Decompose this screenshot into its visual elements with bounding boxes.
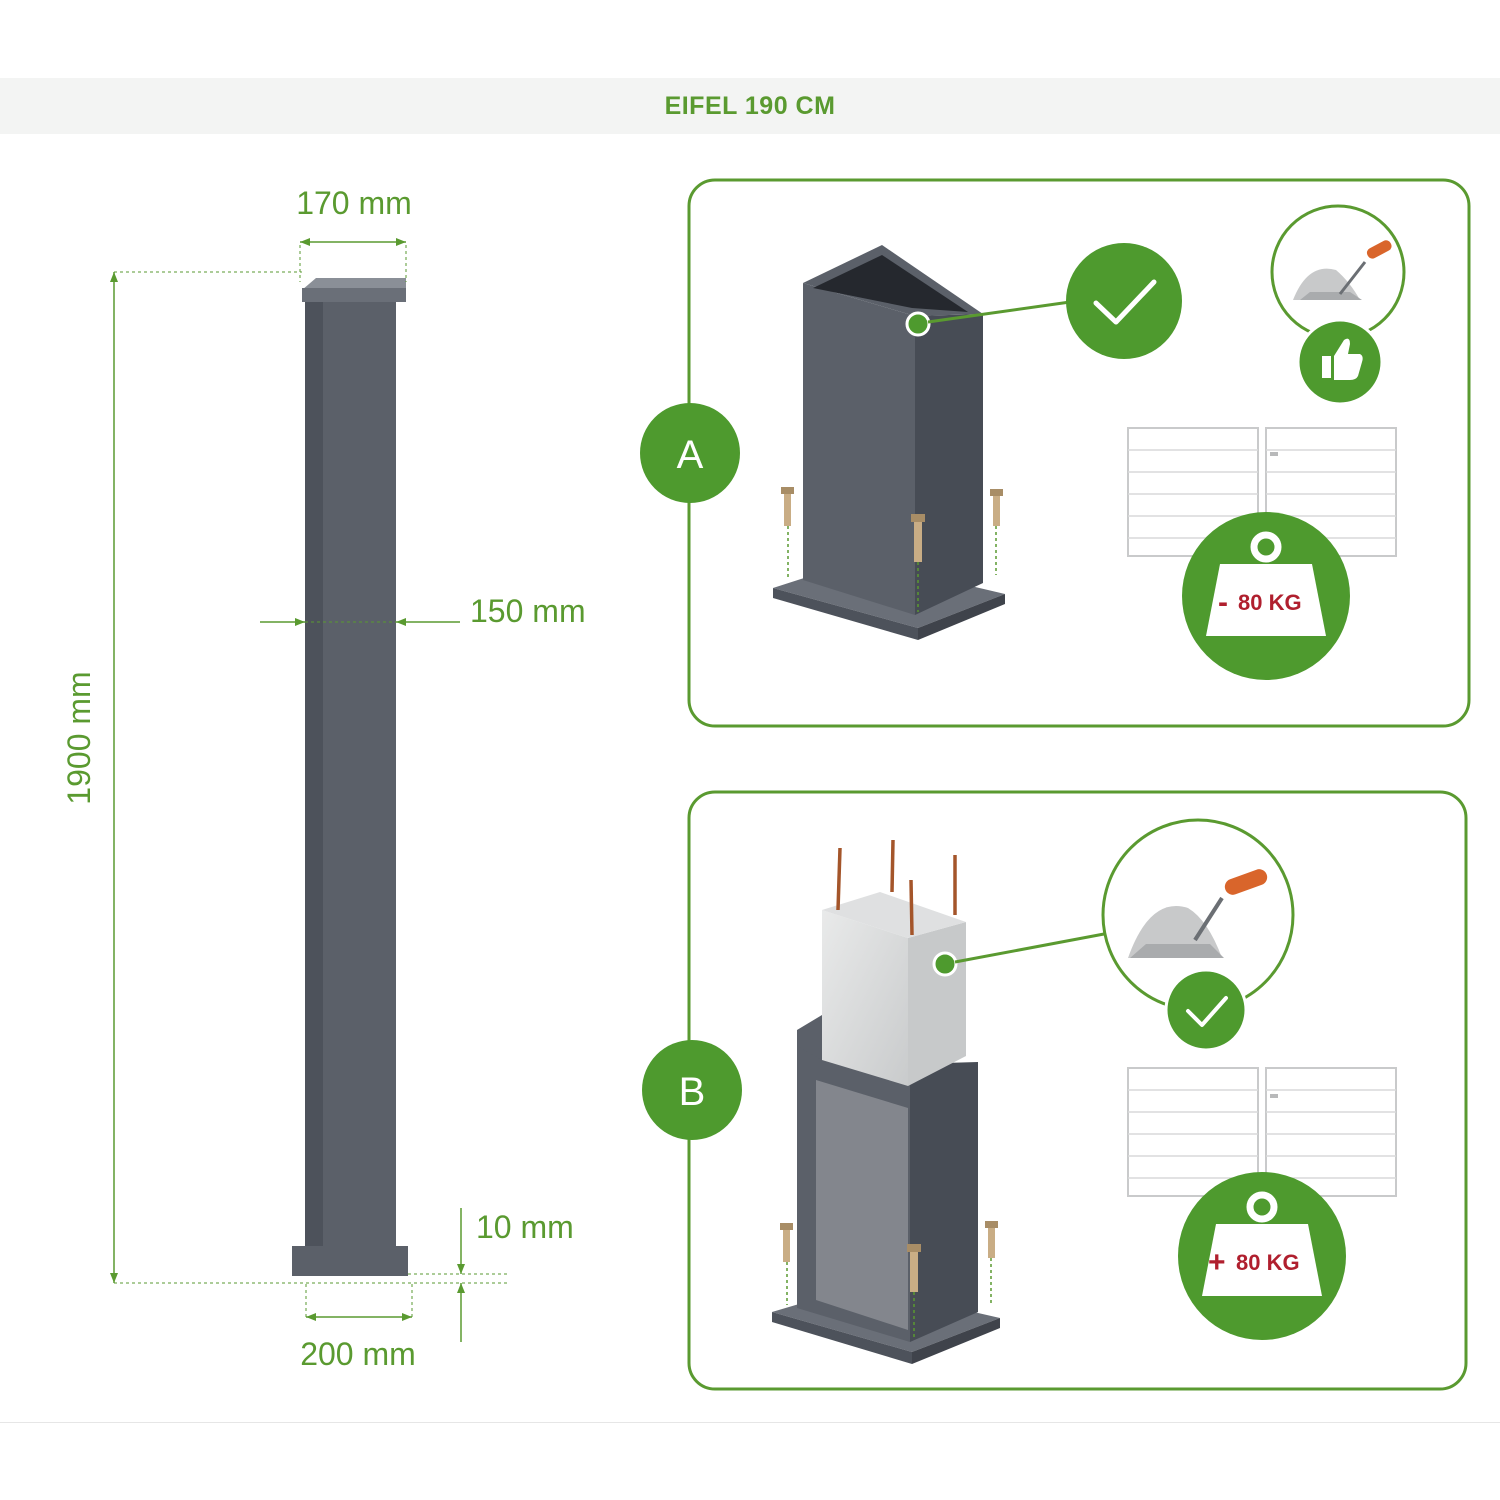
post-cap [302,288,406,302]
check-icon [1164,968,1248,1052]
post-cap-top [302,278,406,290]
dimension-base-thickness: 10 mm [408,1208,574,1342]
thumbs-up-icon [1296,318,1384,406]
content-frame [0,134,1500,1423]
anchor-bolt-icon [780,1223,793,1305]
post-shaft-front [323,302,396,1248]
anchor-bolt-icon [781,487,794,578]
post-drawing [292,278,408,1276]
dimension-label-base-thickness: 10 mm [476,1209,574,1245]
trowel-icon [1128,869,1268,958]
anchor-bolt-icon [985,1221,998,1305]
post-base-plate [292,1246,408,1276]
anchor-bolt-icon [911,514,925,612]
option-b-weight-sign: + [1208,1246,1226,1279]
dimension-label-base-width: 200 mm [300,1336,416,1372]
header-bar: EIFEL 190 CM [0,78,1500,134]
option-b-badge [642,1040,742,1140]
post-shaft-side [305,302,323,1248]
option-a-letter: A [677,433,704,477]
dimension-base-width: 200 mm [300,1284,416,1372]
option-a-panel: A [640,178,1471,728]
anchor-bolt-icon [990,489,1003,575]
trowel-icon [1293,240,1392,300]
option-a-weight-value: 80 KG [1238,590,1302,615]
option-a-badge [640,403,740,503]
weight-icon: + 80 KG [1178,1172,1346,1340]
option-b-panel: B [642,790,1468,1391]
option-b-letter: B [679,1070,706,1114]
option-a-weight-sign: - [1218,586,1228,619]
check-icon [1066,243,1182,359]
hollow-post-illustration [773,245,1005,640]
dimension-top-width: 170 mm [296,185,412,282]
dimension-label-height: 1900 mm [61,671,97,804]
page-title: EIFEL 190 CM [664,91,836,120]
concrete-post-illustration [772,839,1000,1364]
option-b-weight-value: 80 KG [1236,1250,1300,1275]
dimension-label-post-width: 150 mm [470,593,586,629]
anchor-bolt-icon [907,1244,921,1338]
dimension-label-top-width: 170 mm [296,185,412,221]
dimension-post-width: 150 mm [260,593,586,629]
dimension-height: 1900 mm [61,271,510,1284]
weight-icon: - 80 KG [1182,512,1350,680]
